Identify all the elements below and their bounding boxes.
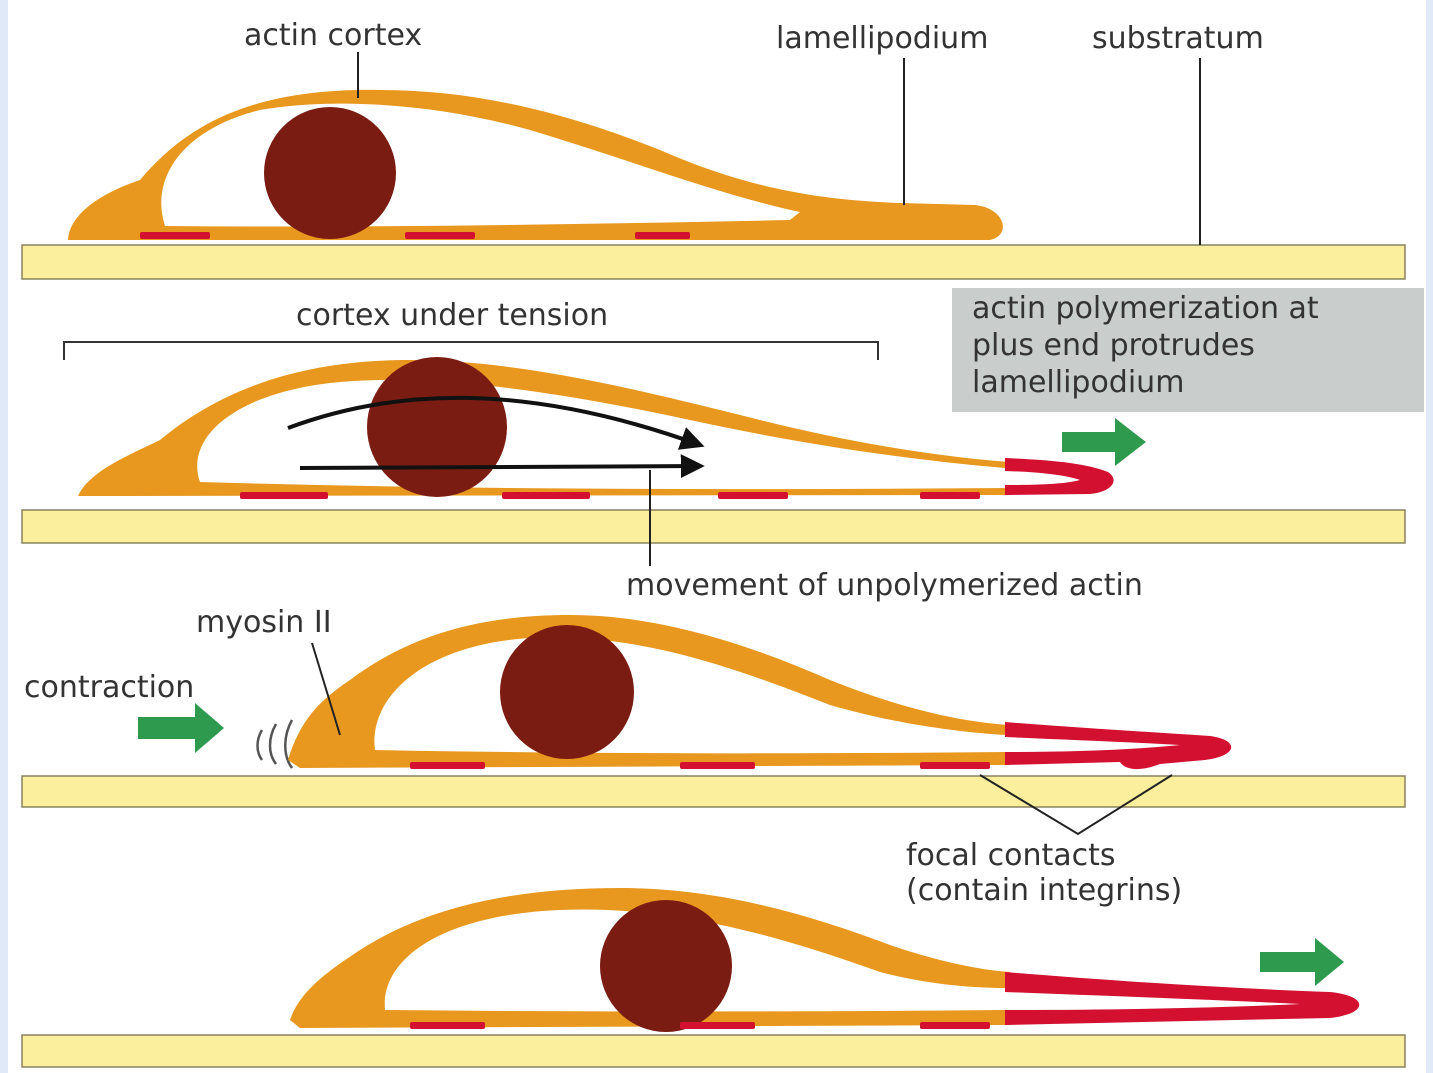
label-movement-unpolymerized: movement of unpolymerized actin: [626, 568, 1143, 603]
label-lamellipodium: lamellipodium: [776, 21, 988, 56]
focal-contact: [240, 492, 328, 499]
focal-contact: [140, 232, 210, 239]
label-contraction: contraction: [24, 670, 194, 705]
focal-contact: [920, 762, 990, 769]
focal-contact: [680, 1022, 755, 1029]
stage-2-substratum: [22, 510, 1405, 543]
focal-contact: [405, 232, 475, 239]
stage-4-nucleus: [600, 900, 732, 1032]
stage-1-substratum: [22, 245, 1405, 279]
stage-3-nucleus: [500, 625, 634, 759]
label-cortex-under-tension: cortex under tension: [296, 298, 608, 333]
label-polymerization-line-3: lamellipodium: [972, 365, 1184, 400]
stage-2-nucleus: [367, 357, 507, 497]
focal-contact: [410, 762, 485, 769]
focal-contact: [635, 232, 690, 239]
flow-arrow-icon: [300, 466, 700, 468]
label-substratum: substratum: [1092, 21, 1264, 56]
focal-contact: [718, 492, 788, 499]
label-myosin-ii: myosin II: [196, 605, 332, 640]
label-actin-cortex: actin cortex: [244, 18, 422, 53]
label-polymerization-line-2: plus end protrudes: [972, 328, 1255, 363]
focal-contact: [502, 492, 590, 499]
label-polymerization-line-1: actin polymerization at: [972, 291, 1319, 326]
stage-3-substratum: [22, 776, 1405, 807]
label-focal-contacts-line-2: (contain integrins): [906, 873, 1182, 908]
label-focal-contacts-line-1: focal contacts: [906, 838, 1116, 873]
focal-contact: [920, 492, 980, 499]
stage-1-nucleus: [264, 107, 396, 239]
focal-contact: [680, 762, 755, 769]
focal-contact: [410, 1022, 485, 1029]
stage-4-substratum: [22, 1035, 1405, 1067]
focal-contact: [920, 1022, 990, 1029]
